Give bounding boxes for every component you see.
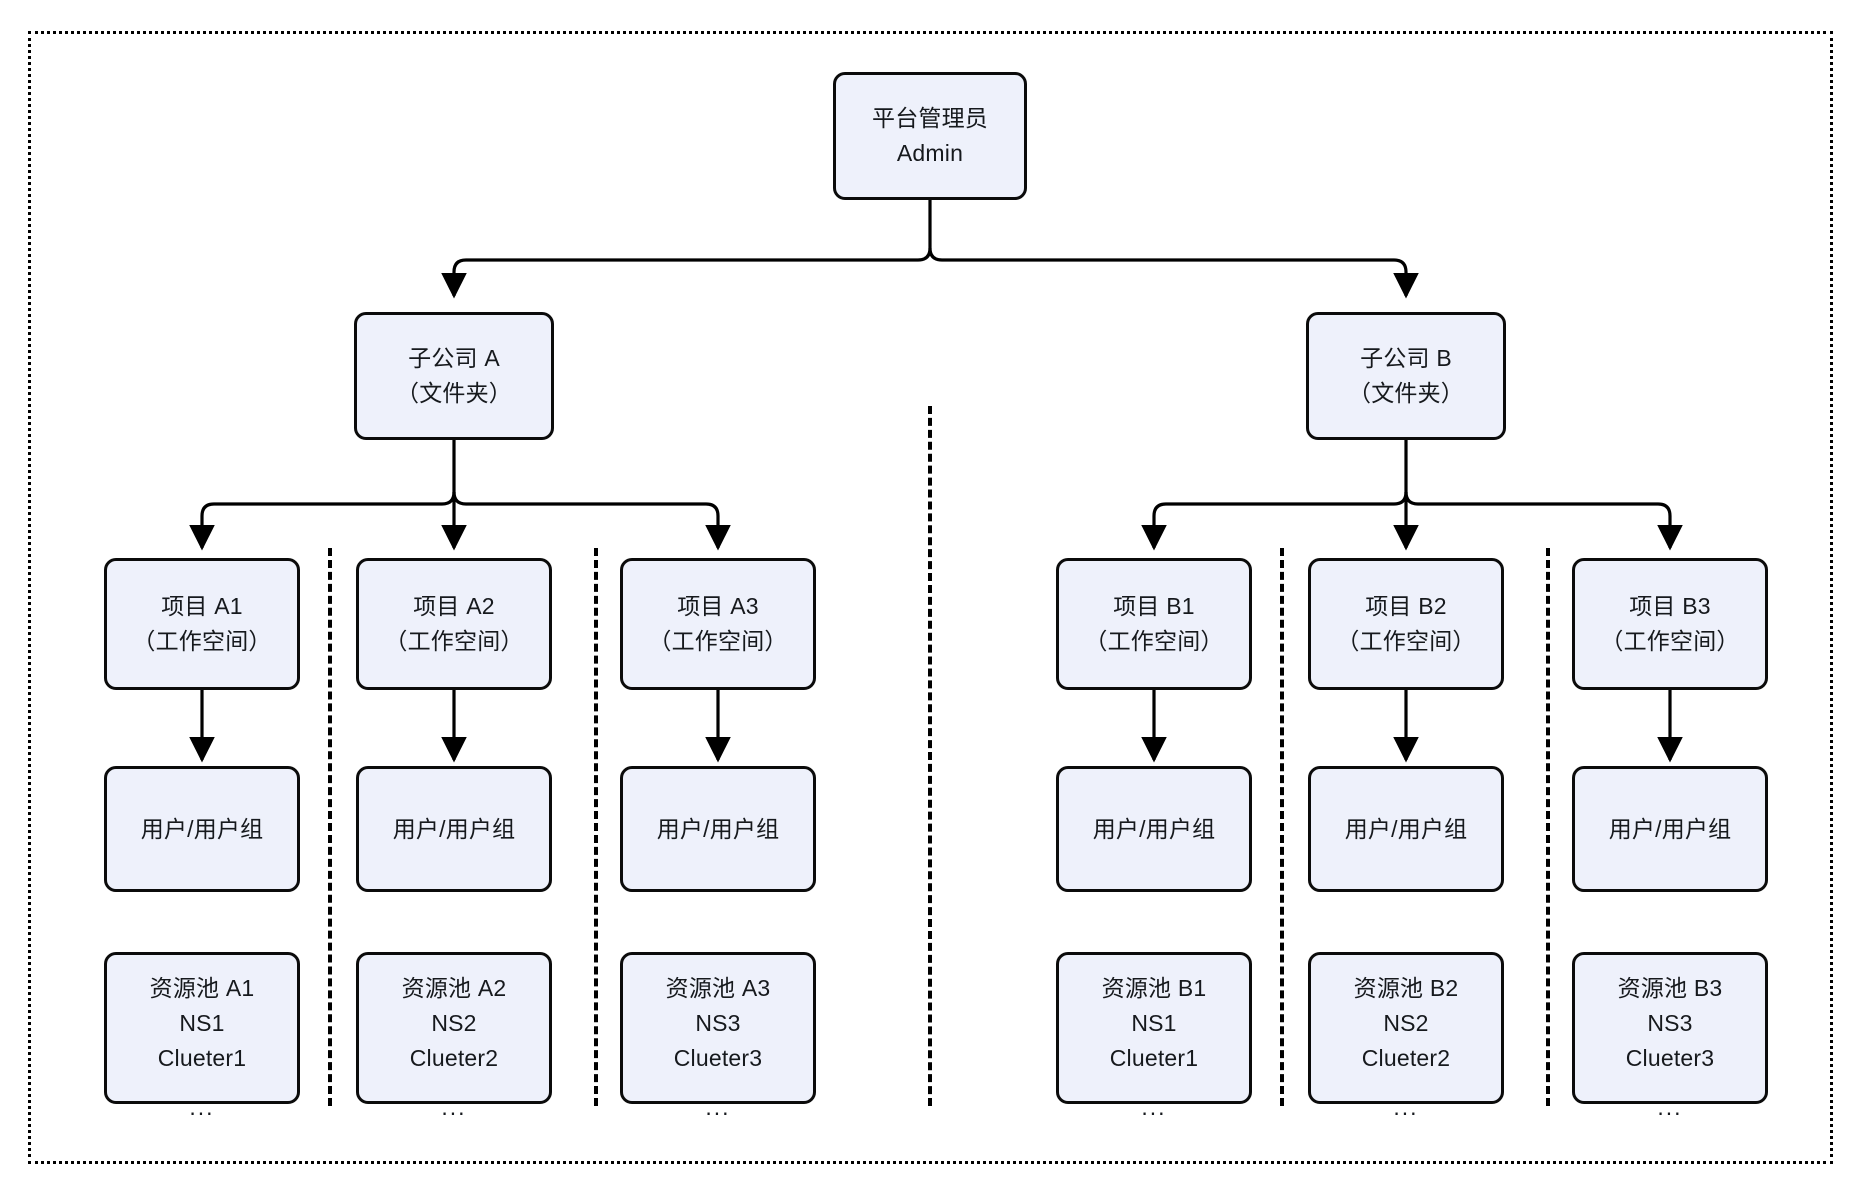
node-subsidiary-a[interactable]: 子公司 A （文件夹） — [354, 312, 554, 440]
pool-namespace: NS2 — [1383, 1009, 1429, 1036]
node-title: 项目 A2 — [413, 593, 495, 620]
column-separator-b1-b2 — [1280, 548, 1284, 1106]
pool-namespace: NS3 — [695, 1009, 741, 1036]
node-title: 项目 B2 — [1365, 593, 1447, 620]
node-title: 子公司 A — [408, 345, 500, 372]
node-label: 用户/用户组 — [140, 815, 264, 842]
pool-cluster: Clueter2 — [1361, 1044, 1451, 1071]
pool-cluster: Clueter1 — [1109, 1044, 1199, 1071]
node-title: 项目 A1 — [161, 593, 243, 620]
node-label: 用户/用户组 — [392, 815, 516, 842]
node-user-group-a3[interactable]: 用户/用户组 — [620, 766, 816, 892]
node-label: 用户/用户组 — [656, 815, 780, 842]
group-separator-a-b — [928, 406, 932, 1106]
pool-title: 资源池 A1 — [149, 975, 255, 1001]
node-title: 项目 B1 — [1113, 593, 1195, 620]
pool-more: ... — [1657, 1093, 1683, 1120]
column-separator-a1-a2 — [328, 548, 332, 1106]
pool-cluster: Clueter2 — [409, 1044, 499, 1071]
node-project-a1[interactable]: 项目 A1 （工作空间） — [104, 558, 300, 690]
pool-title: 资源池 B3 — [1617, 975, 1723, 1001]
node-project-b3[interactable]: 项目 B3 （工作空间） — [1572, 558, 1768, 690]
column-separator-a2-a3 — [594, 548, 598, 1106]
node-subtitle: （文件夹） — [396, 380, 512, 406]
node-subtitle: （工作空间） — [1084, 628, 1224, 654]
node-subtitle: （工作空间） — [384, 628, 524, 654]
pool-namespace: NS2 — [431, 1009, 477, 1036]
pool-more: ... — [441, 1093, 467, 1120]
node-subtitle: （工作空间） — [1336, 628, 1476, 654]
pool-title: 资源池 B1 — [1101, 975, 1207, 1001]
node-project-b2[interactable]: 项目 B2 （工作空间） — [1308, 558, 1504, 690]
node-label: 用户/用户组 — [1608, 815, 1732, 842]
pool-more: ... — [1393, 1093, 1419, 1120]
node-subtitle: （文件夹） — [1348, 380, 1464, 406]
node-resource-pool-b3[interactable]: 资源池 B3 NS3 Clueter3 ... — [1572, 952, 1768, 1120]
node-resource-pool-a3[interactable]: 资源池 A3 NS3 Clueter3 ... — [620, 952, 816, 1120]
pool-more: ... — [1141, 1093, 1167, 1120]
node-subtitle: （工作空间） — [648, 628, 788, 654]
node-title: 项目 B3 — [1629, 593, 1711, 620]
diagram-outer-frame — [28, 31, 1833, 1164]
node-project-a2[interactable]: 项目 A2 （工作空间） — [356, 558, 552, 690]
node-user-group-b2[interactable]: 用户/用户组 — [1308, 766, 1504, 892]
node-subsidiary-b[interactable]: 子公司 B （文件夹） — [1306, 312, 1506, 440]
node-user-group-a2[interactable]: 用户/用户组 — [356, 766, 552, 892]
node-user-group-b3[interactable]: 用户/用户组 — [1572, 766, 1768, 892]
pool-more: ... — [189, 1093, 215, 1120]
pool-namespace: NS1 — [179, 1009, 225, 1036]
node-resource-pool-a1[interactable]: 资源池 A1 NS1 Clueter1 ... — [104, 952, 300, 1120]
node-resource-pool-b2[interactable]: 资源池 B2 NS2 Clueter2 ... — [1308, 952, 1504, 1120]
node-subtitle: （工作空间） — [1600, 628, 1740, 654]
node-label: 用户/用户组 — [1092, 815, 1216, 842]
pool-namespace: NS1 — [1131, 1009, 1177, 1036]
node-title: 子公司 B — [1360, 345, 1452, 372]
node-title: 项目 A3 — [677, 593, 759, 620]
node-project-a3[interactable]: 项目 A3 （工作空间） — [620, 558, 816, 690]
node-subtitle: （工作空间） — [132, 628, 272, 654]
pool-namespace: NS3 — [1647, 1009, 1693, 1036]
column-separator-b2-b3 — [1546, 548, 1550, 1106]
pool-title: 资源池 B2 — [1353, 975, 1459, 1001]
node-resource-pool-b1[interactable]: 资源池 B1 NS1 Clueter1 ... — [1056, 952, 1252, 1120]
pool-title: 资源池 A2 — [401, 975, 507, 1001]
node-user-group-b1[interactable]: 用户/用户组 — [1056, 766, 1252, 892]
node-resource-pool-a2[interactable]: 资源池 A2 NS2 Clueter2 ... — [356, 952, 552, 1120]
node-user-group-a1[interactable]: 用户/用户组 — [104, 766, 300, 892]
pool-more: ... — [705, 1093, 731, 1120]
pool-cluster: Clueter3 — [673, 1044, 763, 1071]
node-label: 用户/用户组 — [1344, 815, 1468, 842]
node-project-b1[interactable]: 项目 B1 （工作空间） — [1056, 558, 1252, 690]
pool-cluster: Clueter1 — [157, 1044, 247, 1071]
node-subtitle: Admin — [896, 140, 964, 166]
node-platform-admin[interactable]: 平台管理员 Admin — [833, 72, 1027, 200]
node-title: 平台管理员 — [872, 105, 988, 132]
pool-cluster: Clueter3 — [1625, 1044, 1715, 1071]
pool-title: 资源池 A3 — [665, 975, 771, 1001]
